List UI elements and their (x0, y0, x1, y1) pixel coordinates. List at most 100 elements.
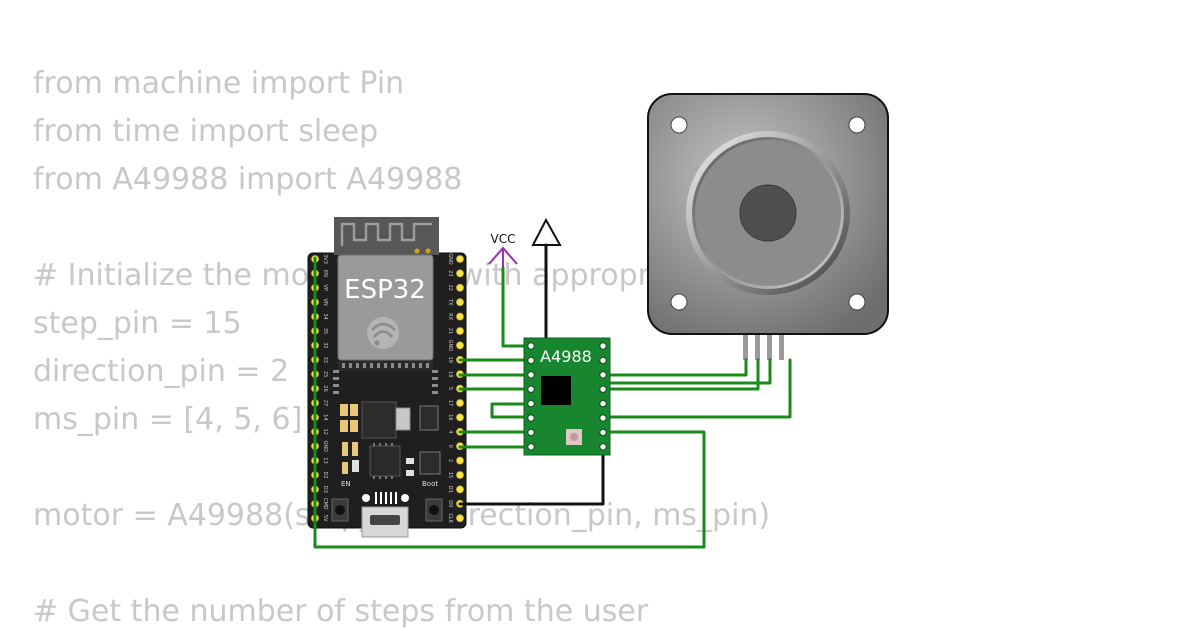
driver-pin[interactable] (527, 443, 535, 451)
header-pin[interactable] (456, 341, 464, 350)
header-pin[interactable] (456, 312, 464, 321)
driver-pin[interactable] (527, 342, 535, 350)
pin-label: 5 (447, 387, 453, 390)
driver-pin[interactable] (527, 385, 535, 393)
pin-label: D1 (447, 486, 453, 493)
pin-label: EN (322, 270, 328, 277)
header-pin[interactable] (456, 327, 464, 335)
header-pin[interactable] (456, 399, 464, 407)
code-line: direction_pin = 2 (33, 354, 290, 389)
pin-label: 18 (447, 371, 453, 377)
code-line: from A49988 import A49988 (33, 162, 463, 197)
pin-label: 35 (322, 328, 328, 334)
a4988-driver[interactable]: A4988 (523, 337, 611, 456)
header-pin[interactable] (456, 298, 464, 307)
header-pin[interactable] (456, 471, 464, 479)
pin-label: VN (322, 299, 328, 306)
usb-port-icon (361, 492, 409, 538)
driver-pin[interactable] (599, 371, 607, 379)
boot-label: Boot (422, 480, 438, 488)
esp32-shield (337, 254, 434, 361)
pin-label: 27 (322, 400, 328, 406)
driver-pin[interactable] (527, 428, 535, 437)
driver-pin[interactable] (599, 342, 607, 350)
voltage-regulator (361, 401, 397, 439)
mounting-hole-icon (848, 293, 866, 311)
code-line: # Get the number of steps from the user (33, 594, 649, 629)
driver-chip (541, 376, 571, 405)
esp32-label: ESP32 (344, 275, 426, 305)
pin-label: 14 (322, 414, 328, 420)
header-pin[interactable] (456, 269, 464, 278)
pin-label: 16 (447, 414, 453, 420)
pin-label: 25 (322, 371, 328, 377)
pin-label: 0 (447, 445, 453, 448)
en-button[interactable] (331, 498, 349, 522)
en-label: EN (341, 480, 351, 488)
vcc-label: VCC (491, 232, 516, 246)
pin-label: 22 (447, 285, 453, 291)
header-pin[interactable] (456, 485, 464, 494)
driver-pin[interactable] (599, 385, 607, 393)
code-line: from machine import Pin (33, 66, 405, 101)
pin-label: CLK (447, 513, 453, 523)
vcc-symbol: VCC (488, 232, 518, 268)
antenna-trace (340, 222, 432, 246)
header-pin[interactable] (456, 283, 464, 292)
driver-right-pins (599, 342, 607, 451)
pin-label: 32 (322, 342, 328, 348)
mounting-hole-icon (670, 293, 688, 311)
esp32-board[interactable]: ESP32 (307, 217, 467, 538)
mounting-hole-icon (848, 116, 866, 134)
smd-components (340, 404, 441, 476)
pin-label: 15 (447, 472, 453, 478)
pin-label: D0 (447, 500, 453, 507)
header-pin[interactable] (456, 456, 464, 465)
code-line: step_pin = 15 (33, 306, 242, 341)
mounting-hole-icon (670, 116, 688, 134)
pin-label: 33 (322, 357, 328, 363)
pin-label: 21 (447, 328, 453, 334)
pin-label: CMD (322, 498, 328, 510)
driver-pin[interactable] (599, 414, 607, 422)
wires (313, 243, 792, 549)
pin-label: 5V (322, 515, 328, 522)
driver-pin[interactable] (599, 399, 607, 408)
boot-button[interactable] (425, 498, 443, 522)
pin-label: 19 (447, 357, 453, 363)
pin-label: GND (322, 440, 328, 452)
driver-pin[interactable] (527, 399, 535, 408)
espressif-logo-icon (367, 317, 399, 349)
code-line: ms_pin = [4, 5, 6] (33, 402, 303, 437)
driver-pin[interactable] (599, 428, 607, 437)
pin-label: VP (322, 285, 328, 291)
pin-label: RX (447, 313, 453, 320)
pin-label: 26 (322, 385, 328, 391)
driver-pin[interactable] (527, 414, 535, 422)
pin-label: 2 (447, 459, 453, 462)
pin-label: 34 (322, 313, 328, 319)
stepper-motor[interactable] (647, 93, 889, 360)
pin-label: GND (447, 253, 453, 265)
header-pin[interactable] (456, 514, 464, 523)
driver-pin[interactable] (599, 356, 607, 365)
header-pin[interactable] (456, 255, 464, 263)
pin-label: 4 (447, 430, 453, 433)
header-pin[interactable] (456, 413, 464, 422)
driver-pin[interactable] (527, 356, 535, 365)
pin-label: 23 (447, 270, 453, 276)
pin-label: TX (447, 298, 453, 306)
usb-uart-chip (369, 445, 401, 477)
esp32-antenna (334, 217, 439, 255)
code-line: from time import sleep (33, 114, 379, 149)
driver-pin[interactable] (599, 443, 607, 451)
driver-left-pins (527, 342, 535, 451)
pin-label: 13 (322, 457, 328, 463)
motor-leads (743, 332, 784, 360)
driver-pin[interactable] (527, 371, 535, 379)
pin-label: D2 (322, 471, 328, 478)
ground-symbol-icon (531, 217, 562, 246)
pin-label: 3V3 (322, 254, 328, 264)
pin-label: 17 (447, 400, 453, 406)
